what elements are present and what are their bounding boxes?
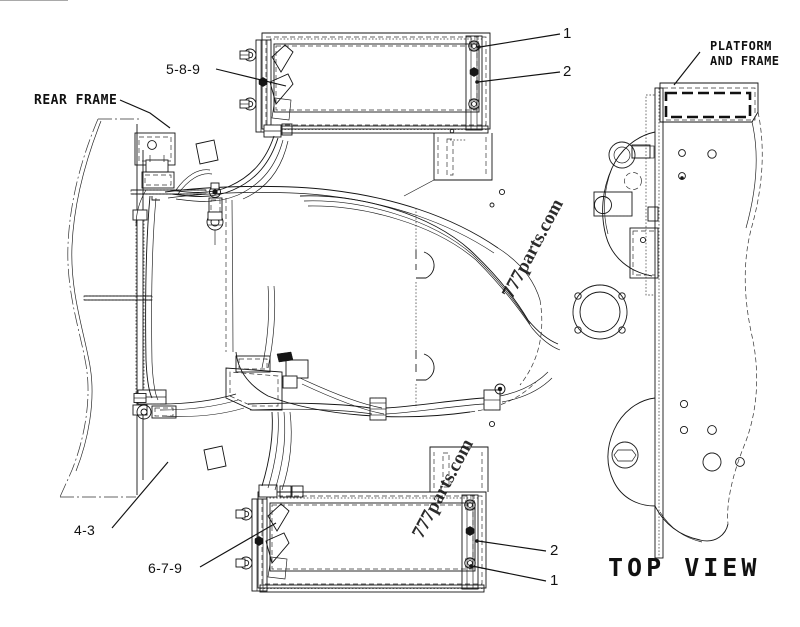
leader-lines [111,33,701,582]
hydraulic-hose-routing [135,135,561,491]
label-platform-line1: PLATFORM [710,39,772,53]
callout-bottom-2: 2 [550,542,559,559]
misc-detail-marks [449,128,506,428]
label-code-6-7-9: 6-7-9 [148,560,183,576]
bottom-cooler-assembly [235,446,489,593]
view-title-top-view: TOP VIEW [608,553,761,582]
callout-top-1: 1 [563,25,572,42]
rear-frame-outline [0,0,153,498]
machine-body-outline [151,139,543,471]
callout-top-2: 2 [563,63,572,80]
label-code-5-8-9: 5-8-9 [166,61,201,77]
label-code-4-3: 4-3 [74,522,96,538]
platform-and-frame [572,82,763,559]
label-rear-frame: REAR FRAME [34,93,118,108]
top-cooler-assembly [239,32,493,197]
label-platform-line2: AND FRAME [710,54,780,68]
callout-bottom-1: 1 [550,572,559,589]
